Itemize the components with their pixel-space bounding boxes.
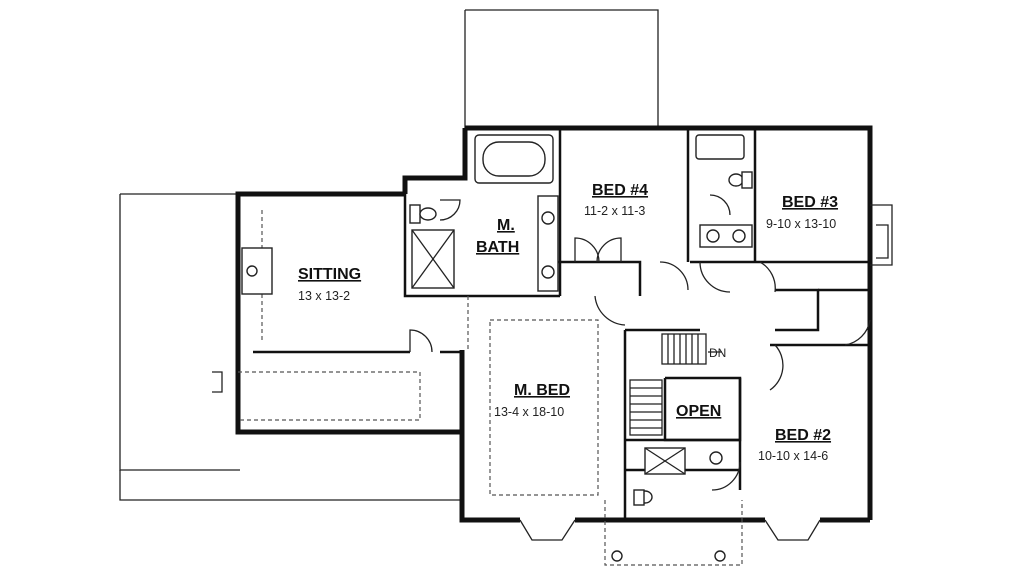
vanity-sinks xyxy=(537,195,559,292)
staircase xyxy=(629,333,722,436)
porch-columns xyxy=(611,550,726,562)
stairs-down-label: DN xyxy=(709,346,726,360)
master-bed-label: M. BED xyxy=(514,382,570,399)
bed2-label: BED #2 xyxy=(775,427,831,444)
master-bath-label-line2: BATH xyxy=(476,239,519,256)
sitting-label: SITTING xyxy=(298,266,361,283)
garage-roof-outline xyxy=(119,9,659,501)
sitting-dims: 13 x 13-2 xyxy=(298,289,350,303)
bay-windows xyxy=(519,204,893,541)
bed4-label: BED #4 xyxy=(592,182,648,199)
toilet-icon xyxy=(409,204,437,224)
bed3-label: BED #3 xyxy=(782,194,838,211)
room-labels: SITTING 13 x 13-2 M. BATH BED #4 11-2 x … xyxy=(298,182,838,463)
shower-icon xyxy=(411,229,455,289)
master-bed-dims: 13-4 x 18-10 xyxy=(494,405,564,419)
bathtub-icon xyxy=(474,134,554,184)
hall-bath-fixtures xyxy=(695,134,753,248)
open-label: OPEN xyxy=(676,403,721,420)
bed2-dims: 10-10 x 14-6 xyxy=(758,449,828,463)
bed2-bath-fixtures xyxy=(633,447,723,506)
master-bath-label-line1: M. xyxy=(497,217,515,234)
doors xyxy=(409,194,871,491)
exterior-walls xyxy=(235,125,873,523)
dashed-lines xyxy=(238,210,743,566)
fireplace xyxy=(241,247,273,295)
bed4-dims: 11-2 x 11-3 xyxy=(584,204,645,218)
bed3-dims: 9-10 x 13-10 xyxy=(766,217,836,231)
